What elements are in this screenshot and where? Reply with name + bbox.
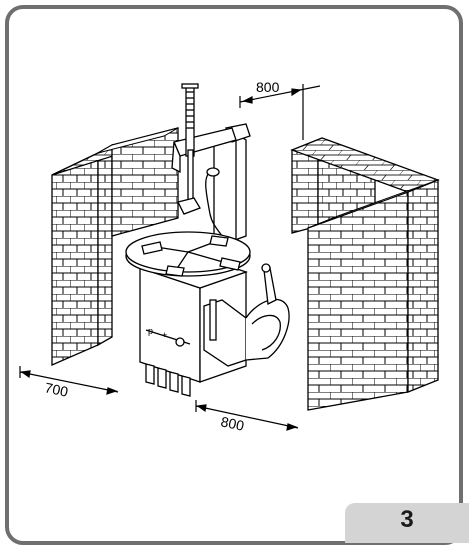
top-clearance-label: 800 [256, 79, 280, 95]
top-clearance-dimension [239, 84, 321, 140]
right-brick-wall [290, 137, 440, 411]
installation-clearance-diagram: p + 800 700 800 [19, 79, 440, 434]
front-clearance-dimension [195, 400, 299, 431]
svg-text:p: p [148, 326, 153, 336]
left-clearance-dimension [19, 366, 119, 395]
front-clearance-label: 800 [219, 413, 245, 434]
left-clearance-label: 700 [43, 379, 69, 400]
tyre-changer-machine: p + [125, 83, 290, 397]
svg-text:+: + [162, 330, 167, 340]
figure-number: 3 [400, 506, 414, 533]
left-brick-wall [51, 127, 179, 366]
